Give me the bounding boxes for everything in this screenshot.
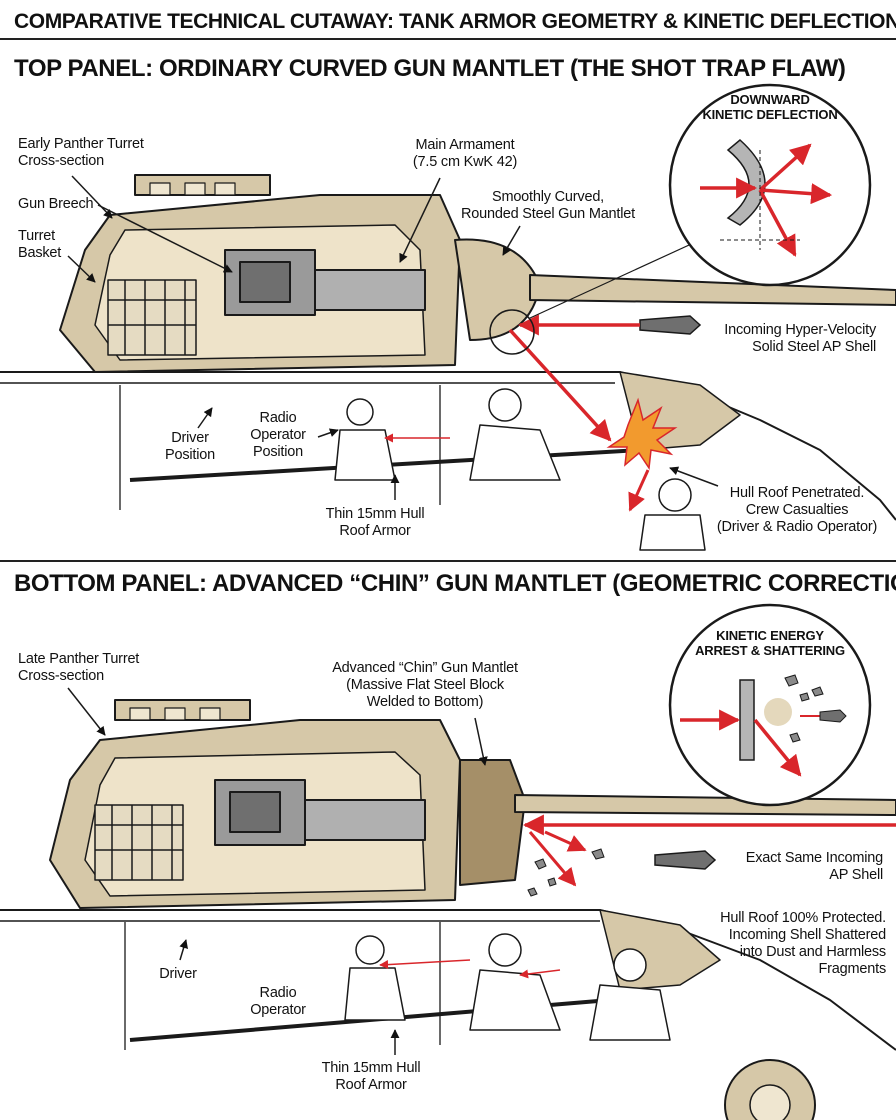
bottom-protected-label: Hull Roof 100% Protected.Incoming Shell … (720, 910, 886, 977)
bottom-chin-mantlet (459, 759, 526, 886)
panel-divider (0, 560, 896, 562)
top-impact-burst (606, 397, 678, 471)
top-main-gun-barrel (529, 274, 896, 306)
bottom-ricochet (528, 831, 577, 887)
top-tank-cutaway (0, 174, 896, 551)
top-mantlet-label: Smoothly Curved,Rounded Steel Gun Mantle… (461, 189, 635, 222)
bottom-tank-cutaway (0, 699, 896, 1120)
bottom-panel-heading: BOTTOM PANEL: ADVANCED “CHIN” GUN MANTLE… (14, 570, 896, 597)
diagram-title: COMPARATIVE TECHNICAL CUTAWAY: TANK ARMO… (0, 0, 896, 40)
top-deflection-inset (668, 83, 872, 287)
bottom-shatter-inset (668, 603, 872, 807)
bottom-chin-label: Advanced “Chin” Gun Mantlet(Massive Flat… (332, 660, 518, 710)
top-breech-label: Gun Breech (18, 196, 94, 212)
bottom-gun-breech (214, 779, 426, 846)
top-armament-label: Main Armament(7.5 cm KwK 42) (412, 137, 518, 170)
bottom-main-gun-barrel (514, 794, 896, 816)
top-turret-basket (107, 279, 197, 356)
top-gun-breech (224, 249, 426, 316)
top-panel-heading: TOP PANEL: ORDINARY CURVED GUN MANTLET (… (14, 55, 846, 82)
bottom-turret-basket (94, 804, 184, 881)
top-penetrated-label: Hull Roof Penetrated.Crew Casualties(Dri… (716, 485, 878, 535)
bottom-driver-label: Driver (159, 966, 197, 982)
bottom-fragments (527, 848, 605, 897)
top-deflection-trajectory (508, 328, 612, 442)
bottom-ap-shell (654, 850, 717, 870)
top-ap-shell (639, 315, 702, 335)
